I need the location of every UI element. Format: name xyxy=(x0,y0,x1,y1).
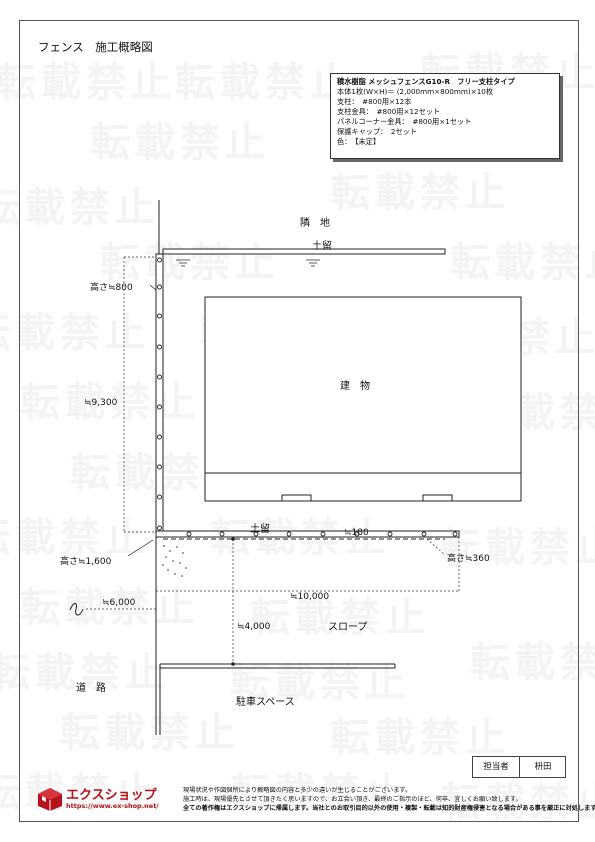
label-dim-6000: ≒6,000 xyxy=(102,598,136,608)
spec-panel: 本体1枚(W×H)＝ (2,000mm×800mm)×10枚 xyxy=(337,87,494,96)
label-slope: スロープ xyxy=(328,622,368,633)
logo-name: エクスショップ xyxy=(66,788,157,803)
fence-posts-west xyxy=(157,257,162,531)
spec-color: 色： 【未定】 xyxy=(337,137,381,146)
label-dim-180: ≒180 xyxy=(344,528,369,538)
building-outline xyxy=(204,296,522,502)
label-road: 道 路 xyxy=(76,683,106,694)
staff-name: 枡田 xyxy=(534,762,552,772)
label-parking: 駐車スペース xyxy=(236,697,295,708)
notice-line: 現場状況や作図個所により概略図の内容と多少の違いが生じることがございます。 xyxy=(183,787,412,794)
fence-posts-south xyxy=(186,531,458,537)
specification-box: 積水樹脂 メッシュフェンスG10-R フリー支柱タイプ 本体1枚(W×H)＝ (… xyxy=(330,73,560,159)
company-logo: エクスショップ https://www.ex-shop.net/ xyxy=(36,786,159,816)
dimension-endpoints xyxy=(231,537,235,666)
label-retaining-bottom: 土留 xyxy=(250,524,270,535)
ground-symbol xyxy=(176,259,320,267)
spec-cap: 保護キャップ： 2セット xyxy=(337,127,418,136)
disclaimer-notice: 現場状況や作図個所により概略図の内容と多少の違いが生じることがございます。 施工… xyxy=(183,786,595,813)
leader-lines xyxy=(127,284,157,557)
staff-label: 担当者 xyxy=(473,757,520,777)
drawing-title: フェンス 施工概略図 xyxy=(38,40,153,54)
label-height-800: 高さ≒800 xyxy=(90,283,133,293)
notice-line: 全ての著作権はエクスショップに帰属します。当社とのお取引目的以外の使用・複製・転… xyxy=(183,805,595,812)
label-dim-9300: ≒9,300 xyxy=(84,398,118,408)
neighbor-retaining-wall xyxy=(162,248,446,255)
fence-west xyxy=(155,253,164,537)
break-symbol xyxy=(69,603,84,616)
label-neighbor-land: 隣 地 xyxy=(300,218,330,229)
box-logo-icon xyxy=(38,788,62,811)
dimension-lines xyxy=(86,256,460,664)
entrance-step xyxy=(422,494,453,502)
spec-post: 支柱： #800用×12本 xyxy=(337,97,412,106)
staff-box: 担当者 枡田 xyxy=(472,756,566,778)
label-dim-10000: ≒10,000 xyxy=(290,592,330,602)
label-height-1600: 高さ≒1,600 xyxy=(60,557,112,567)
label-building: 建 物 xyxy=(340,381,370,392)
spec-corner-bracket: パネルコーナー金具： #800用×1セット xyxy=(337,117,472,126)
page-frame xyxy=(19,20,579,822)
label-retaining-top: 土留 xyxy=(312,241,332,252)
logo-url: https://www.ex-shop.net/ xyxy=(66,802,159,810)
spec-post-bracket: 支柱金具： #800用×12セット xyxy=(337,107,441,116)
label-height-360: 高さ≒360 xyxy=(447,554,490,564)
spec-product: 積水樹脂 メッシュフェンスG10-R フリー支柱タイプ xyxy=(337,77,515,86)
entrance-step xyxy=(281,494,312,502)
label-dim-4000: ≒4,000 xyxy=(237,622,271,632)
concrete-stipple xyxy=(162,545,187,577)
fence-south xyxy=(155,530,460,538)
notice-line: 施工時は、現場優先とさせて頂きたく思いますので、お立会い頂き、最終のご指示のほど… xyxy=(183,796,522,803)
